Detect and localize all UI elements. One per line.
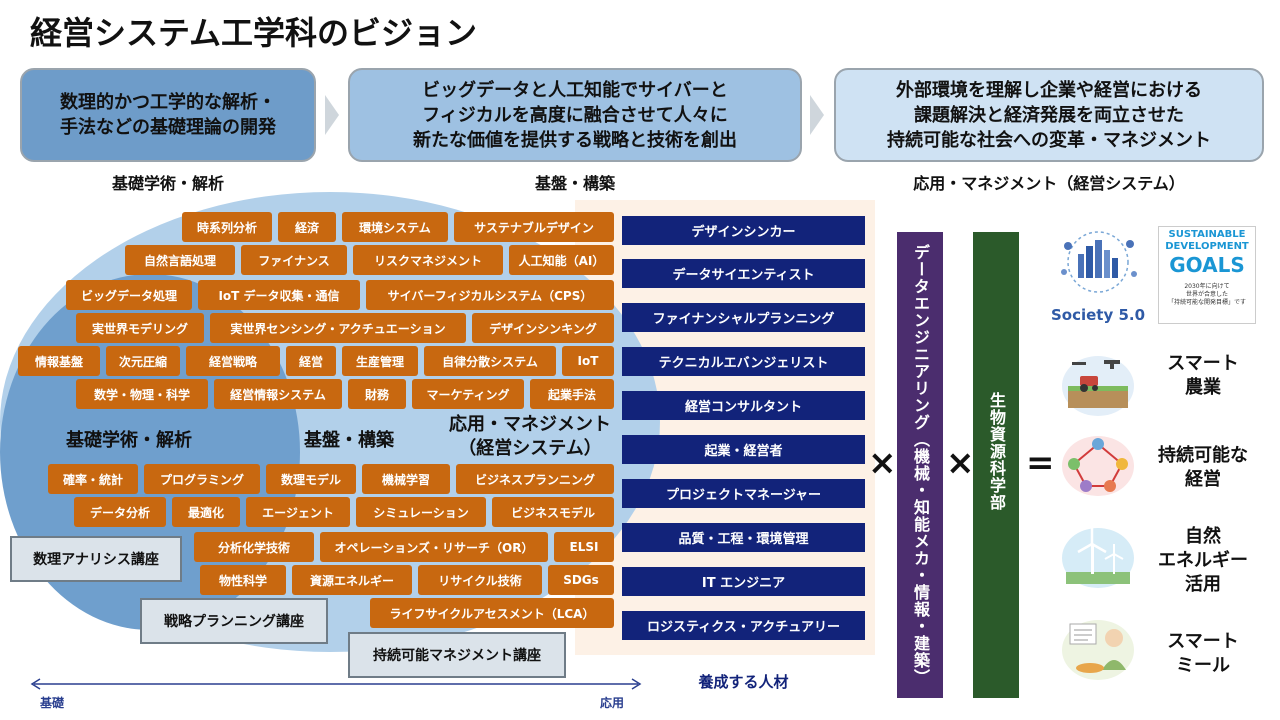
data-engineering-bar: データエンジニアリング（機械・知能メカ・情報・建築）	[897, 232, 943, 698]
role-item: IT エンジニア	[622, 567, 865, 596]
role-item: ロジスティクス・アクチュアリー	[622, 611, 865, 640]
roles-caption: 養成する人材	[698, 673, 789, 691]
role-item: テクニカルエバンジェリスト	[622, 347, 865, 376]
skill-tag: 機械学習	[362, 464, 450, 494]
skill-tag: ファイナンス	[241, 245, 347, 275]
skill-tag: 起業手法	[530, 379, 614, 409]
skill-tag: 実世界モデリング	[76, 313, 204, 343]
skill-tag: データ分析	[74, 497, 166, 527]
skill-tag: ビジネスモデル	[492, 497, 614, 527]
skill-tag: マーケティング	[412, 379, 524, 409]
skill-tag: ビジネスプランニング	[456, 464, 614, 494]
phase-label-basic: 基礎学術・解析	[111, 174, 224, 193]
skill-tag: プログラミング	[144, 464, 260, 494]
skill-tag: 最適化	[172, 497, 240, 527]
phase-box-application: 外部環境を理解し企業や経営における 課題解決と経済発展を両立させた 持続可能な社…	[834, 68, 1264, 162]
phase-label-platform: 基盤・構築	[534, 174, 615, 193]
equals-operator: =	[1026, 443, 1055, 483]
phase-box-platform: ビッグデータと人工知能でサイバーと フィジカルを高度に融合させて人々に 新たな価…	[348, 68, 802, 162]
region-label-basic: 基礎学術・解析	[66, 430, 192, 451]
skill-tag: IoT データ収集・通信	[198, 280, 360, 310]
skill-tag: サステナブルデザイン	[454, 212, 614, 242]
basic-applied-axis	[30, 678, 642, 690]
course-strategic-planning: 戦略プランニング講座	[140, 598, 328, 644]
society-5-logo-icon	[1061, 231, 1137, 293]
skill-tag: 経営	[286, 346, 336, 376]
sdgs-logo-line1: SUSTAINABLE	[1168, 229, 1246, 240]
skill-tag: 次元圧縮	[106, 346, 180, 376]
skill-tag: 時系列分析	[182, 212, 272, 242]
phase-arrow-2	[810, 95, 824, 135]
skill-tag: IoT	[562, 346, 614, 376]
skill-tag: 物性科学	[200, 565, 286, 595]
skill-tag: サイバーフィジカルシステム（CPS）	[366, 280, 614, 310]
skill-tag: 人工知能（AI）	[509, 245, 614, 275]
axis-label-basic: 基礎	[40, 696, 65, 710]
phase-arrow-1	[325, 95, 339, 135]
application-label-natural-energy: 自然 エネルギー 活用	[1158, 526, 1248, 595]
skill-tag: 資源エネルギー	[292, 565, 412, 595]
phase-box-basic: 数理的かつ工学的な解析・ 手法などの基礎理論の開発	[20, 68, 316, 162]
skill-tag: 生産管理	[342, 346, 418, 376]
application-label-sustainable-management: 持続可能な 経営	[1158, 445, 1248, 490]
skill-tag: 財務	[348, 379, 406, 409]
skill-tag: 経営戦略	[186, 346, 280, 376]
skill-tag: SDGs	[548, 565, 614, 595]
skill-tag: 自律分散システム	[424, 346, 556, 376]
skill-tag: 経営情報システム	[214, 379, 342, 409]
skill-tag: 実世界センシング・アクチュエーション	[210, 313, 466, 343]
skill-tag: エージェント	[246, 497, 350, 527]
bio-faculty-bar: 生物資源科学部	[973, 232, 1019, 698]
skill-tag: 確率・統計	[48, 464, 138, 494]
role-item: デザインシンカー	[622, 216, 865, 245]
smart-meal-icon	[1062, 620, 1134, 680]
role-item: プロジェクトマネージャー	[622, 479, 865, 508]
axis-label-applied: 応用	[600, 696, 625, 710]
phase-label-application: 応用・マネジメント（経営システム）	[913, 174, 1185, 193]
skill-tag: ビッグデータ処理	[66, 280, 192, 310]
role-item: 品質・工程・環境管理	[622, 523, 865, 552]
skill-tag: 経済	[278, 212, 336, 242]
society-5-logo-text: Society 5.0	[1050, 306, 1146, 324]
role-item: データサイエンティスト	[622, 259, 865, 288]
region-label-application: 応用・マネジメント （経営システム）	[449, 414, 611, 459]
role-item: ファイナンシャルプランニング	[622, 303, 865, 332]
role-item: 起業・経営者	[622, 435, 865, 464]
skill-tag: 分析化学技術	[194, 532, 314, 562]
multiply-operator-1: ×	[868, 443, 897, 483]
skill-tag: オペレーションズ・リサーチ（OR）	[320, 532, 548, 562]
network-management-icon	[1062, 436, 1134, 496]
wind-turbine-icon	[1062, 528, 1134, 588]
sdgs-logo-subtext: 2030年に向けて 世界が合意した 「持続可能な開発目標」です	[1167, 283, 1246, 306]
skill-tag: 自然言語処理	[125, 245, 235, 275]
skill-tag: リサイクル技術	[418, 565, 542, 595]
sdgs-logo-line2: DEVELOPMENT	[1165, 241, 1249, 252]
application-label-smart-farming: スマート 農業	[1167, 353, 1239, 398]
skill-tag: シミュレーション	[356, 497, 486, 527]
course-sustainable-management: 持続可能マネジメント講座	[348, 632, 566, 678]
skill-tag: 数理モデル	[266, 464, 356, 494]
multiply-operator-2: ×	[946, 443, 975, 483]
smart-farm-icon	[1062, 356, 1134, 416]
course-mathematical-analysis: 数理アナリシス講座	[10, 536, 182, 582]
skill-tag: 環境システム	[342, 212, 448, 242]
role-item: 経営コンサルタント	[622, 391, 865, 420]
skill-tag: ライフサイクルアセスメント（LCA）	[370, 598, 614, 628]
sdgs-logo: SUSTAINABLE DEVELOPMENT GOALS 2030年に向けて …	[1158, 226, 1256, 324]
skill-tag: デザインシンキング	[472, 313, 614, 343]
skill-tag: リスクマネジメント	[353, 245, 503, 275]
application-label-smart-meal: スマート ミール	[1167, 631, 1239, 676]
sdgs-logo-goals: GOALS	[1169, 253, 1245, 277]
skill-tag: ELSI	[554, 532, 614, 562]
region-label-platform: 基盤・構築	[304, 430, 394, 451]
skill-tag: 数学・物理・科学	[76, 379, 208, 409]
page-title: 経営システム工学科のビジョン	[30, 14, 478, 52]
skill-tag: 情報基盤	[18, 346, 100, 376]
